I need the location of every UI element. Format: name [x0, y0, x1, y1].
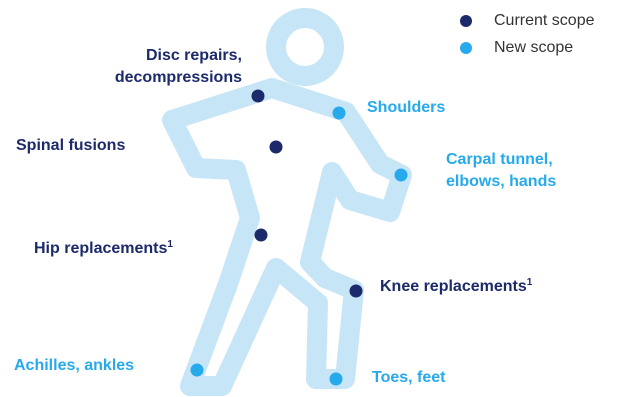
disc-label-text: decompressions [115, 69, 242, 86]
carpal-label-text: elbows, hands [446, 173, 556, 190]
shoulders-label: Shoulders [367, 97, 445, 119]
toes-label-text: Toes, feet [372, 369, 446, 386]
shoulders-point-marker [333, 107, 346, 120]
hip-point-marker [255, 229, 268, 242]
knee-label-line: Knee replacements1 [380, 276, 532, 298]
shoulders-label-text: Shoulders [367, 99, 445, 116]
toes-point-marker [330, 373, 343, 386]
figure-head [276, 18, 334, 76]
carpal-label-line: Carpal tunnel, [446, 149, 556, 171]
knee-footnote-marker: 1 [527, 277, 533, 288]
carpal-point-marker [395, 169, 408, 182]
knee-point-marker [350, 285, 363, 298]
hip-footnote-marker: 1 [167, 239, 173, 250]
spinal-label: Spinal fusions [16, 135, 125, 157]
achilles-point-marker [191, 364, 204, 377]
hip-label-text: Hip replacements [34, 240, 167, 257]
figure-body-outline [172, 88, 402, 386]
carpal-label-line: elbows, hands [446, 171, 556, 193]
hip-label: Hip replacements1 [34, 238, 173, 260]
disc-label-line: decompressions [82, 67, 242, 89]
knee-label-text: Knee replacements [380, 278, 527, 295]
achilles-label-line: Achilles, ankles [14, 355, 134, 377]
scope-points [191, 90, 408, 386]
spinal-label-line: Spinal fusions [16, 135, 125, 157]
toes-label-line: Toes, feet [372, 367, 446, 389]
knee-label: Knee replacements1 [380, 276, 532, 298]
achilles-label: Achilles, ankles [14, 355, 134, 377]
disc-label-line: Disc repairs, [82, 45, 242, 67]
disc-label: Disc repairs, decompressions [82, 45, 242, 89]
shoulders-label-line: Shoulders [367, 97, 445, 119]
new-scope-marker [460, 42, 472, 54]
carpal-label-text: Carpal tunnel, [446, 151, 553, 168]
spinal-point-marker [270, 141, 283, 154]
achilles-label-text: Achilles, ankles [14, 357, 134, 374]
legend-new-label: New scope [494, 39, 573, 57]
disc-point-marker [252, 90, 265, 103]
disc-label-text: Disc repairs, [146, 47, 242, 64]
legend-current-label: Current scope [494, 12, 595, 30]
carpal-label: Carpal tunnel, elbows, hands [446, 149, 556, 193]
current-scope-marker [460, 15, 472, 27]
hip-label-line: Hip replacements1 [34, 238, 173, 260]
toes-label: Toes, feet [372, 367, 446, 389]
spinal-label-text: Spinal fusions [16, 137, 125, 154]
